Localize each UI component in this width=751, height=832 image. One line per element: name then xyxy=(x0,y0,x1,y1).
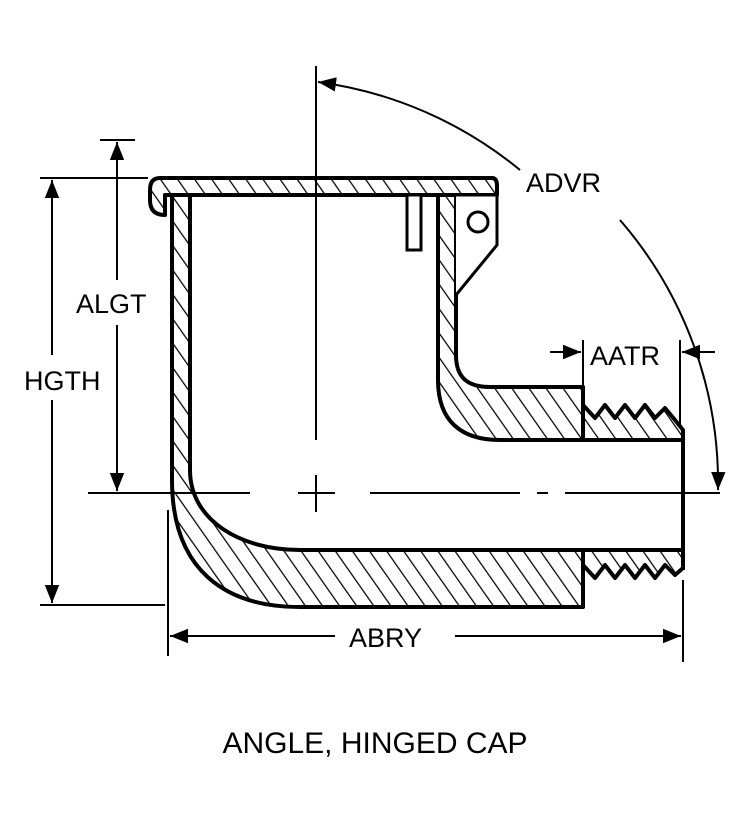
hinge-bracket xyxy=(454,193,499,296)
advr-dimension-arc xyxy=(317,77,521,171)
diagram-title: ANGLE, HINGED CAP xyxy=(222,727,527,760)
algt-label: ALGT xyxy=(76,289,147,319)
hgth-label: HGTH xyxy=(24,366,101,396)
elbow-outer-wall xyxy=(170,193,585,609)
elbow-inner-wall xyxy=(436,193,585,442)
hinged-cap-lid xyxy=(148,176,499,217)
advr-label: ADVR xyxy=(526,168,601,198)
thread-bottom xyxy=(581,548,685,580)
abry-label: ABRY xyxy=(349,623,422,653)
thread-top xyxy=(581,403,685,442)
cap-latch-tab xyxy=(405,193,423,252)
hinge-pin xyxy=(466,210,490,234)
aatr-label: AATR xyxy=(590,341,660,371)
